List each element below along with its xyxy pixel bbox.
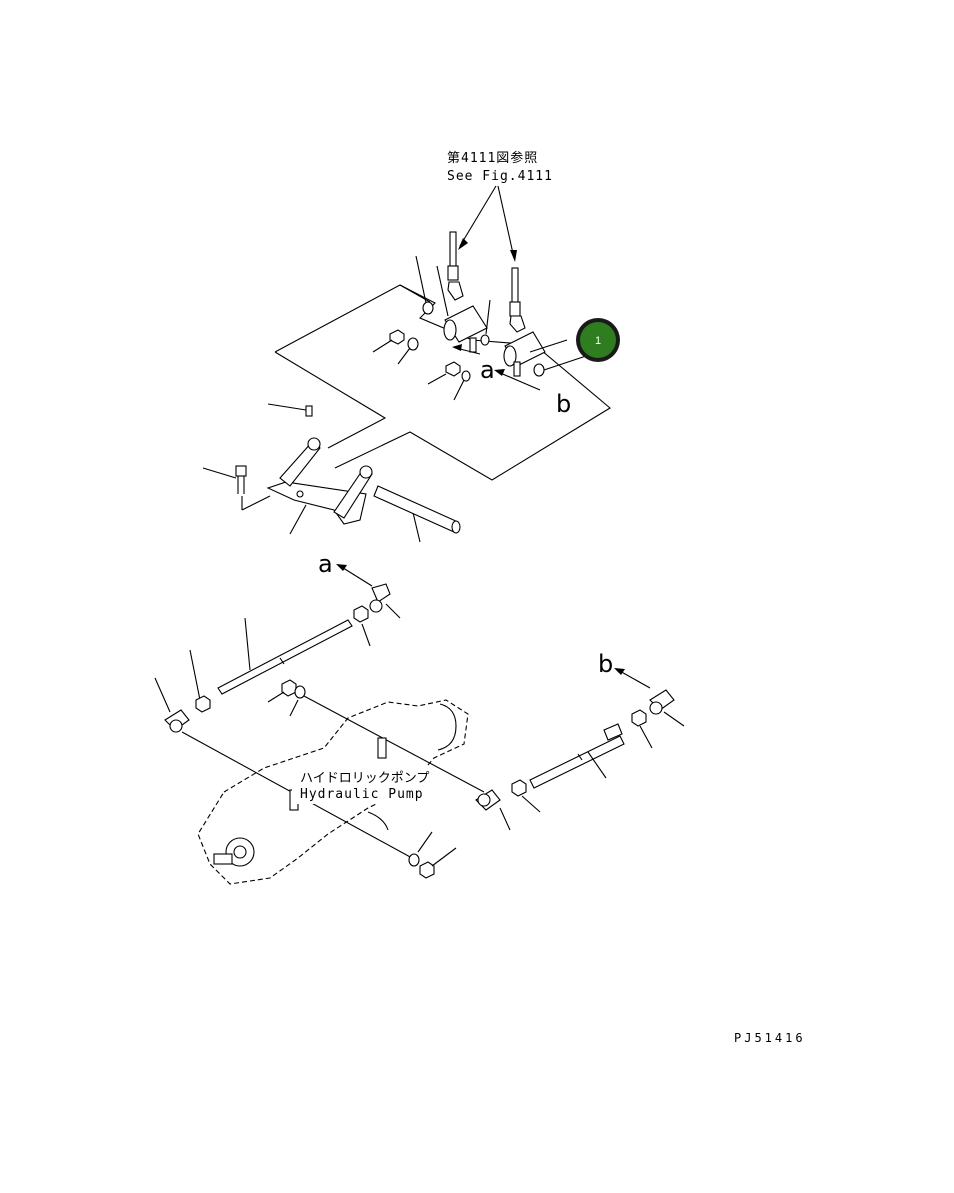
pump-label-japanese: ハイドロリックポンプ — [300, 771, 429, 786]
lower-arrow-b — [614, 668, 651, 689]
upper-view-arrows — [452, 344, 541, 391]
upper-fasteners — [305, 301, 545, 417]
adjusting-rod-upper — [189, 617, 353, 701]
callout-badge-fill — [580, 322, 616, 358]
view-label-b-lower: b — [598, 650, 613, 678]
view-label-b-upper: b — [556, 390, 571, 418]
upper-cylinders — [443, 305, 546, 377]
lever-bracket — [235, 437, 373, 525]
pump-fasteners — [267, 679, 485, 879]
view-label-a-lower: a — [318, 550, 333, 578]
adjusting-rod-lower — [475, 689, 685, 831]
bracket-outline — [274, 284, 611, 481]
drawing-code: PJ51416 — [734, 1031, 806, 1045]
shaft — [373, 485, 461, 534]
pump-label-english: Hydraulic Pump — [300, 787, 424, 802]
reference-japanese: 第4111図参照 — [447, 150, 538, 166]
reference-arrows — [458, 185, 517, 262]
control-cables — [447, 231, 526, 333]
callout-number: 1 — [595, 335, 601, 347]
reference-english: See Fig.4111 — [447, 169, 553, 184]
rod-end-left — [154, 677, 413, 859]
lower-arrow-a — [336, 564, 373, 587]
view-label-a-upper: a — [480, 356, 495, 384]
upper-leader-lines — [202, 255, 590, 543]
callout-badge[interactable]: 1 — [576, 318, 620, 362]
pump-label-background — [292, 766, 432, 804]
rod-end-a — [353, 583, 401, 647]
